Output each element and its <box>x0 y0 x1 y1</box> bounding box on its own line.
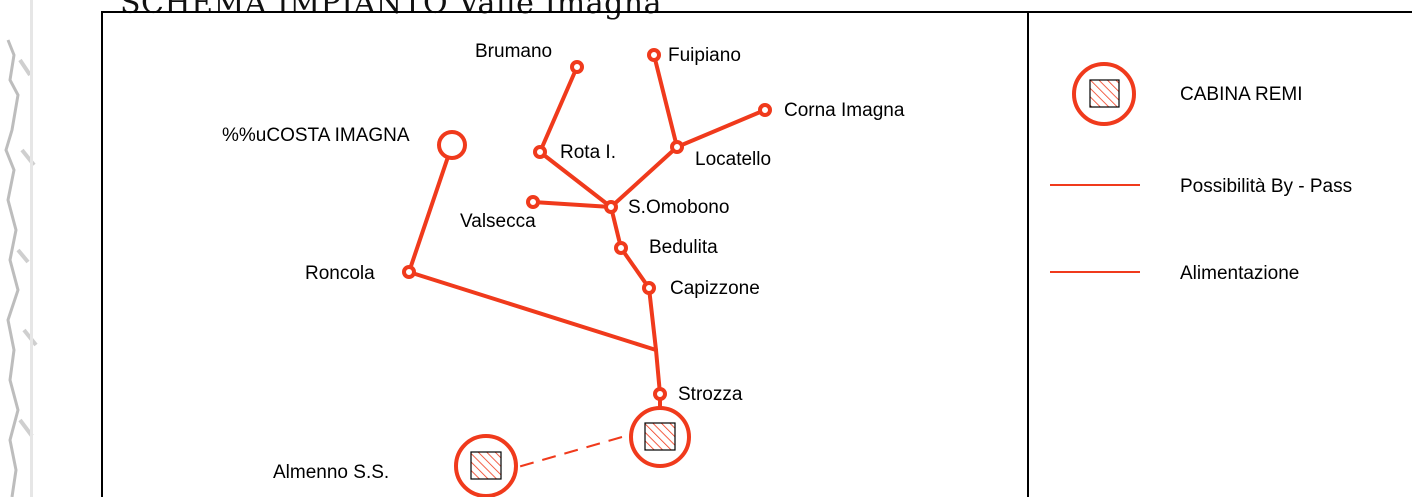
pipe-corna-locatello <box>675 108 767 149</box>
label-fuipiano: Fuipiano <box>668 45 741 66</box>
label-capizzone: Capizzone <box>670 278 760 299</box>
node-s-omobono <box>604 200 618 214</box>
pipe-fuipiano-locatello <box>652 53 679 149</box>
label-strozza: Strozza <box>678 384 743 405</box>
pipe-rota-somobono <box>538 150 613 209</box>
pipe-costa-roncola <box>407 143 454 274</box>
legend-alimentazione-label: Alimentazione <box>1180 263 1299 284</box>
bypass-link <box>517 436 623 468</box>
cabina-remi-strozza <box>629 406 691 468</box>
pipe-bedulita-capizzone <box>619 246 651 290</box>
page-title: SCHEMA IMPIANTO Valle Imagna <box>120 0 663 21</box>
pipe-brumano-rota <box>538 65 579 154</box>
pipelines <box>407 53 767 412</box>
node-costa-imagna <box>437 130 467 160</box>
node-brumano <box>570 60 584 74</box>
node-corna-imagna <box>758 103 772 117</box>
node-capizzone <box>642 281 656 295</box>
label-locatello: Locatello <box>695 149 771 170</box>
pipe-locatello-somobono <box>609 145 679 209</box>
pipe-somobono-bedulita <box>609 205 623 250</box>
label-roncola: Roncola <box>305 263 375 284</box>
pipe-junction-strozza <box>654 348 662 396</box>
node-rota <box>533 145 547 159</box>
label-valsecca: Valsecca <box>460 211 536 232</box>
label-bedulita: Bedulita <box>649 237 718 258</box>
diagram-frame <box>101 11 1029 497</box>
node-strozza <box>653 387 667 401</box>
label-brumano: Brumano <box>475 41 552 62</box>
legend-frame <box>1027 11 1412 497</box>
legend-bypass-label: Possibilità By - Pass <box>1180 176 1352 197</box>
node-locatello <box>670 140 684 154</box>
node-bedulita <box>614 241 628 255</box>
label-almenno: Almenno S.S. <box>273 462 389 483</box>
node-roncola <box>402 265 416 279</box>
label-rota: Rota I. <box>560 142 616 163</box>
scan-edge-artifact <box>4 0 38 497</box>
node-fuipiano <box>647 48 661 62</box>
legend-cabina-remi-symbol <box>1072 62 1136 126</box>
pipe-capizzone-junction <box>647 286 658 352</box>
legend-cabina-remi-label: CABINA REMI <box>1180 84 1302 105</box>
cabina-remi-almenno <box>454 434 518 497</box>
label-corna-imagna: Corna Imagna <box>784 100 905 121</box>
label-s-omobono: S.Omobono <box>628 197 729 218</box>
pipe-valsecca-somobono <box>531 200 613 209</box>
pipe-roncola-junction <box>407 270 658 352</box>
node-valsecca <box>526 195 540 209</box>
label-costa-imagna: %%uCOSTA IMAGNA <box>222 125 410 146</box>
